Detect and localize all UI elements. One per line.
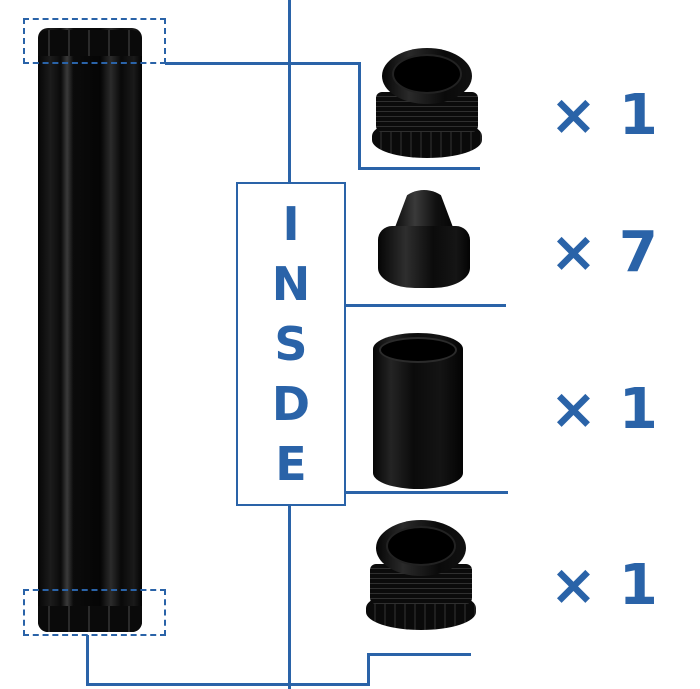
quantity-label-4: × 1 xyxy=(550,550,670,620)
inside-label-box: I N S D E xyxy=(236,182,346,506)
connector-bottom-horizontal xyxy=(86,683,369,686)
inside-letter: D xyxy=(271,377,311,431)
bottom-cap-highlight xyxy=(23,589,166,636)
top-cap-highlight xyxy=(23,18,166,64)
multiply-icon: × xyxy=(550,552,597,618)
connector-bottom-vertical-left xyxy=(86,635,89,685)
component-2-underline xyxy=(344,304,506,307)
multiply-icon: × xyxy=(550,219,597,285)
component-sleeve-image xyxy=(373,333,463,489)
quantity-label-1: × 1 xyxy=(550,80,670,150)
component-3-underline xyxy=(344,491,508,494)
component-cone-cup-image xyxy=(378,190,470,290)
quantity-label-3: × 1 xyxy=(550,374,670,444)
tube-top-cap xyxy=(38,30,142,56)
connector-bottom-step xyxy=(367,653,370,686)
multiply-icon: × xyxy=(550,376,597,442)
inside-letter: N xyxy=(271,257,311,311)
quantity-value: 1 xyxy=(618,552,658,618)
component-adapter-bottom-image xyxy=(366,520,476,630)
spine-line-top xyxy=(288,0,291,184)
inside-letter: I xyxy=(282,197,300,251)
component-adapter-top-image xyxy=(372,48,482,158)
inside-letter: E xyxy=(275,437,307,491)
quantity-value: 1 xyxy=(618,376,658,442)
quantity-label-2: × 7 xyxy=(550,217,670,287)
multiply-icon: × xyxy=(550,82,597,148)
connector-top-vertical xyxy=(358,62,361,170)
connector-top-horizontal xyxy=(165,62,361,65)
inside-label-text: I N S D E xyxy=(238,194,344,494)
component-4-underline xyxy=(367,653,471,656)
spine-line-bottom xyxy=(288,504,291,689)
tube-bottom-cap xyxy=(38,606,142,632)
component-1-underline xyxy=(358,167,480,170)
tube-body xyxy=(38,28,142,632)
quantity-value: 7 xyxy=(618,219,658,285)
inside-letter: S xyxy=(274,317,308,371)
quantity-value: 1 xyxy=(618,82,658,148)
